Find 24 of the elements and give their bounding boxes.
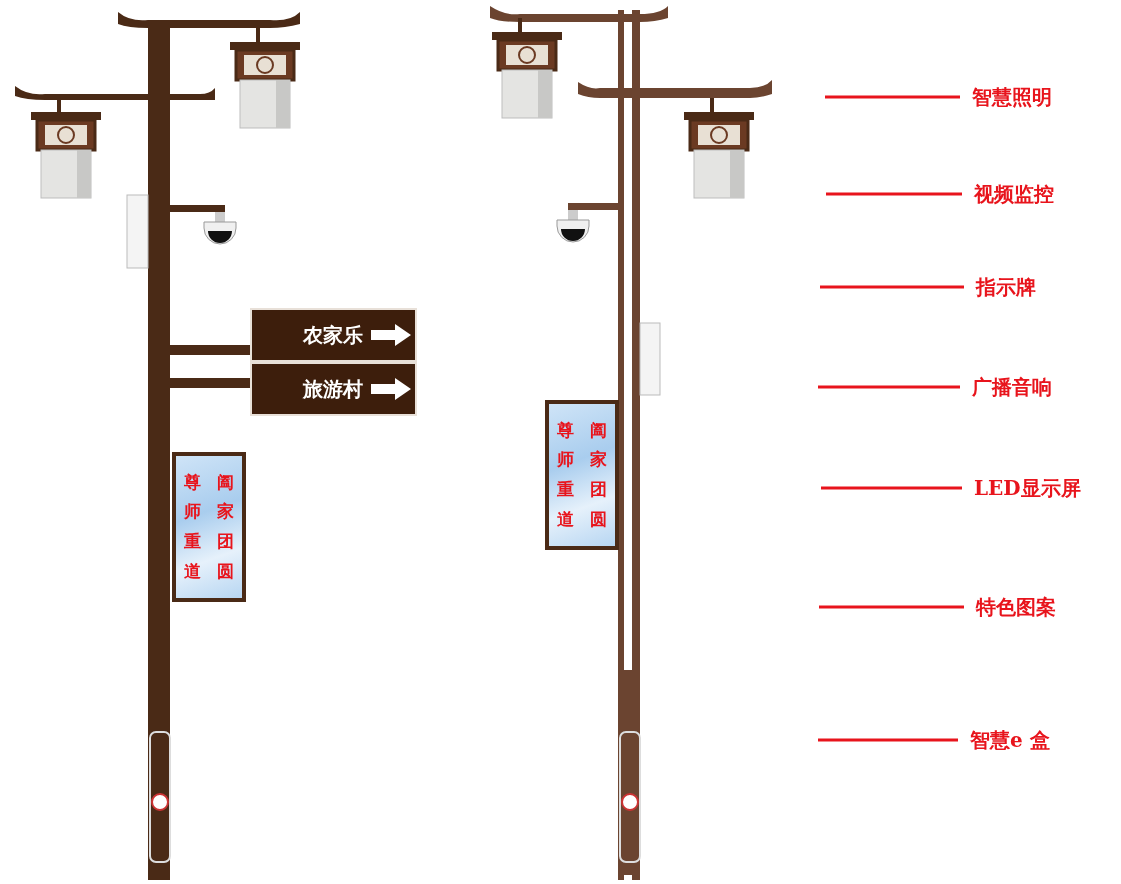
leader-line xyxy=(826,192,962,196)
component-label: 智慧照明 xyxy=(972,84,1052,110)
leader-line xyxy=(825,95,960,99)
leader-line xyxy=(821,486,962,490)
leader-line xyxy=(820,285,964,289)
component-label: LED显示屏 xyxy=(974,475,1081,501)
led-screen xyxy=(545,400,619,550)
led-text: 阖家团圆 xyxy=(217,470,234,583)
led-text: 尊师重道 xyxy=(557,418,574,531)
component-label: 视频监控 xyxy=(974,181,1054,207)
leader-line xyxy=(818,385,960,389)
leader-line xyxy=(819,605,964,609)
direction-sign xyxy=(250,362,417,416)
led-screen xyxy=(172,452,246,602)
component-label: 特色图案 xyxy=(976,594,1056,620)
component-label: 智慧e 盒 xyxy=(970,727,1050,753)
led-text: 尊师重道 xyxy=(184,470,201,583)
led-text: 阖家团圆 xyxy=(590,418,607,531)
component-label: 指示牌 xyxy=(976,274,1036,300)
direction-sign xyxy=(250,308,417,362)
sign-text: 旅游村 xyxy=(303,376,363,403)
component-label: 广播音响 xyxy=(972,374,1052,400)
sign-text: 农家乐 xyxy=(303,322,363,349)
leader-line xyxy=(818,738,958,742)
